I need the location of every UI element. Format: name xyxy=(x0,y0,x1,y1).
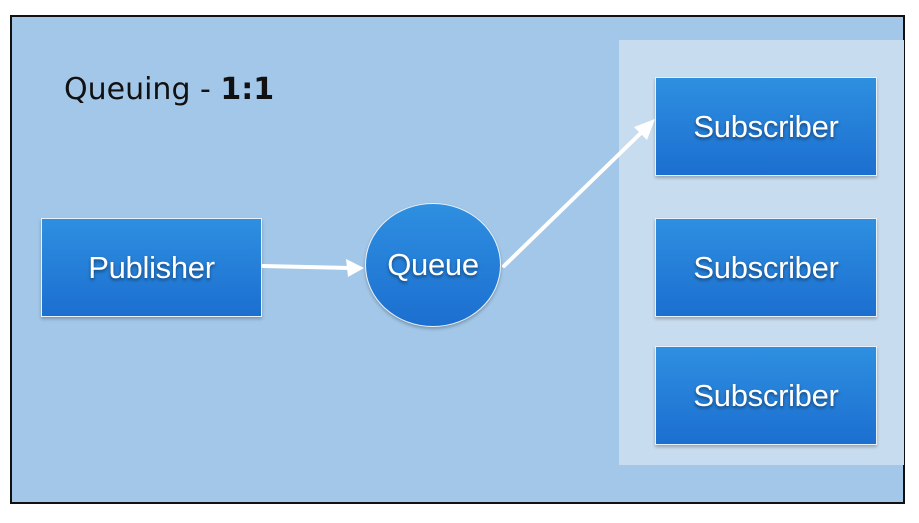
subscriber-node-2: Subscriber xyxy=(655,218,877,317)
publisher-label: Publisher xyxy=(88,249,215,285)
subscriber-label-3: Subscriber xyxy=(693,377,839,413)
title-prefix: Queuing - xyxy=(64,72,221,107)
title-ratio: 1:1 xyxy=(220,72,275,107)
subscriber-node-3: Subscriber xyxy=(655,346,877,445)
queue-node: Queue xyxy=(365,203,501,327)
queue-label: Queue xyxy=(387,247,479,282)
diagram-title: Queuing - 1:1 xyxy=(64,72,274,107)
subscriber-label-1: Subscriber xyxy=(693,108,839,144)
subscriber-label-2: Subscriber xyxy=(693,249,839,285)
subscriber-node-1: Subscriber xyxy=(655,77,877,176)
publisher-node: Publisher xyxy=(41,218,262,317)
